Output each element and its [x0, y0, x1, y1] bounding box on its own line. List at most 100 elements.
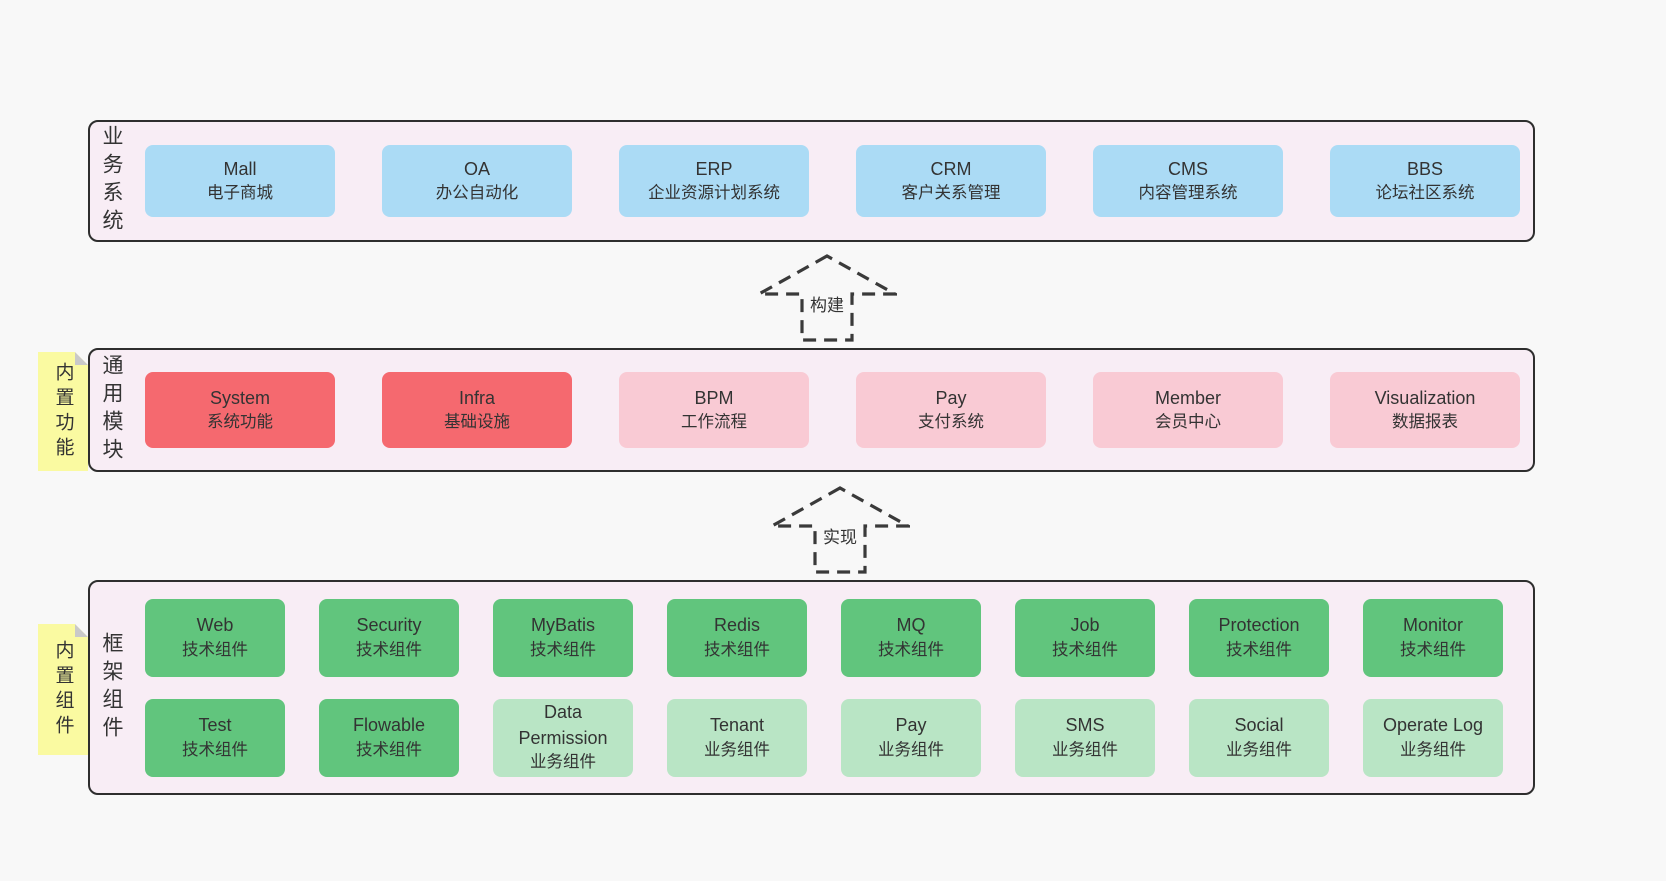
box-title: Pay [935, 387, 967, 408]
module-box-flowable: Flowable 技术组件 [319, 698, 459, 777]
module-box-operate-log: Operate Log 业务组件 [1363, 698, 1503, 777]
module-box-infra: Infra 基础设施 [382, 372, 572, 448]
box-title: Tenant [709, 715, 765, 736]
business-systems-box-row: Mall 电子商城 OA 办公自动化 ERP 企业资源计划系统 CRM 客户关系管理 CMS 内容… [122, 145, 1533, 217]
box-title: Redis [713, 615, 761, 636]
folded-corner-icon [75, 624, 88, 637]
built-in-components-tag: 内置组件 [38, 624, 88, 755]
implement-arrow-label: 实现 [820, 522, 860, 549]
box-title: Test [198, 715, 232, 736]
box-subtitle: 支付系统 [918, 413, 984, 432]
module-box-bbs: BBS 论坛社区系统 [1330, 145, 1520, 217]
box-subtitle: 业务组件 [1226, 740, 1292, 759]
box-title: Pay [895, 715, 927, 736]
module-box-redis: Redis 技术组件 [667, 598, 807, 677]
module-box-monitor: Monitor 技术组件 [1363, 598, 1503, 677]
box-subtitle: 业务组件 [530, 753, 596, 772]
module-box-crm: CRM 客户关系管理 [856, 145, 1046, 217]
box-title: Infra [458, 387, 496, 408]
box-subtitle: 电子商城 [207, 184, 273, 203]
module-box-test: Test 技术组件 [145, 698, 285, 777]
build-arrow-label: 构建 [807, 290, 847, 317]
box-title: SMS [1065, 715, 1105, 736]
layer-label-business-systems: 业务系统 [100, 125, 123, 237]
module-box-pay: Pay 业务组件 [841, 698, 981, 777]
box-title: CMS [1168, 158, 1208, 179]
box-subtitle: 论坛社区系统 [1375, 184, 1475, 203]
layer-label-common-modules: 通用模块 [100, 354, 123, 466]
layer-business-systems: 业务系统 Mall 电子商城 OA 办公自动化 ERP 企业资源计划系统 CRM 客户关系管理… [88, 120, 1535, 242]
box-subtitle: 系统功能 [207, 413, 273, 432]
module-box-data-permission: Data Permission 业务组件 [493, 698, 633, 777]
box-subtitle: 技术组件 [704, 640, 770, 659]
module-box-tenant: Tenant 业务组件 [667, 698, 807, 777]
module-box-visualization: Visualization 数据报表 [1330, 372, 1520, 448]
box-title: Mall [223, 158, 257, 179]
box-subtitle: 基础设施 [444, 413, 510, 432]
box-subtitle: 技术组件 [1226, 640, 1292, 659]
built-in-features-tag: 内置功能 [38, 352, 88, 471]
module-box-erp: ERP 企业资源计划系统 [619, 145, 809, 217]
module-box-sms: SMS 业务组件 [1015, 698, 1155, 777]
box-title: Security [356, 615, 422, 636]
box-subtitle: 数据报表 [1392, 413, 1458, 432]
box-subtitle: 技术组件 [182, 640, 248, 659]
box-subtitle: 会员中心 [1155, 413, 1221, 432]
box-title: Data Permission [518, 702, 608, 748]
box-subtitle: 内容管理系统 [1138, 184, 1238, 203]
box-title: System [209, 387, 270, 408]
box-subtitle: 业务组件 [878, 740, 944, 759]
implement-arrow: 实现 [770, 486, 910, 576]
box-subtitle: 企业资源计划系统 [648, 184, 780, 203]
box-subtitle: 工作流程 [681, 413, 747, 432]
box-subtitle: 客户关系管理 [901, 184, 1001, 203]
box-title: CRM [930, 158, 972, 179]
box-subtitle: 技术组件 [356, 740, 422, 759]
box-subtitle: 技术组件 [530, 640, 596, 659]
module-box-mall: Mall 电子商城 [145, 145, 335, 217]
box-title: Social [1234, 715, 1284, 736]
box-subtitle: 业务组件 [1400, 740, 1466, 759]
box-subtitle: 技术组件 [182, 740, 248, 759]
box-title: Job [1070, 615, 1100, 636]
box-title: ERP [695, 158, 733, 179]
built-in-features-tag-label: 内置功能 [52, 361, 74, 462]
box-subtitle: 办公自动化 [435, 184, 519, 203]
box-title: OA [463, 158, 490, 179]
layer-label-framework-components: 框架组件 [100, 631, 123, 744]
module-box-cms: CMS 内容管理系统 [1093, 145, 1283, 217]
module-box-protection: Protection 技术组件 [1189, 598, 1329, 677]
box-title: Flowable [352, 715, 426, 736]
module-box-pay: Pay 支付系统 [856, 372, 1046, 448]
box-title: MQ [896, 615, 926, 636]
box-title: Web [196, 615, 234, 636]
module-box-web: Web 技术组件 [145, 598, 285, 677]
box-title: Operate Log [1382, 715, 1484, 736]
box-title: Monitor [1402, 615, 1464, 636]
box-subtitle: 技术组件 [1400, 640, 1466, 659]
box-title: Protection [1218, 615, 1300, 636]
folded-corner-icon [75, 352, 88, 365]
module-box-oa: OA 办公自动化 [382, 145, 572, 217]
module-box-system: System 系统功能 [145, 372, 335, 448]
dashed-up-arrow-icon [770, 486, 910, 574]
box-subtitle: 业务组件 [704, 740, 770, 759]
box-title: BBS [1406, 158, 1444, 179]
built-in-components-tag-label: 内置组件 [52, 639, 74, 740]
box-subtitle: 技术组件 [878, 640, 944, 659]
box-subtitle: 业务组件 [1052, 740, 1118, 759]
module-box-mq: MQ 技术组件 [841, 598, 981, 677]
box-title: Visualization [1374, 387, 1476, 408]
